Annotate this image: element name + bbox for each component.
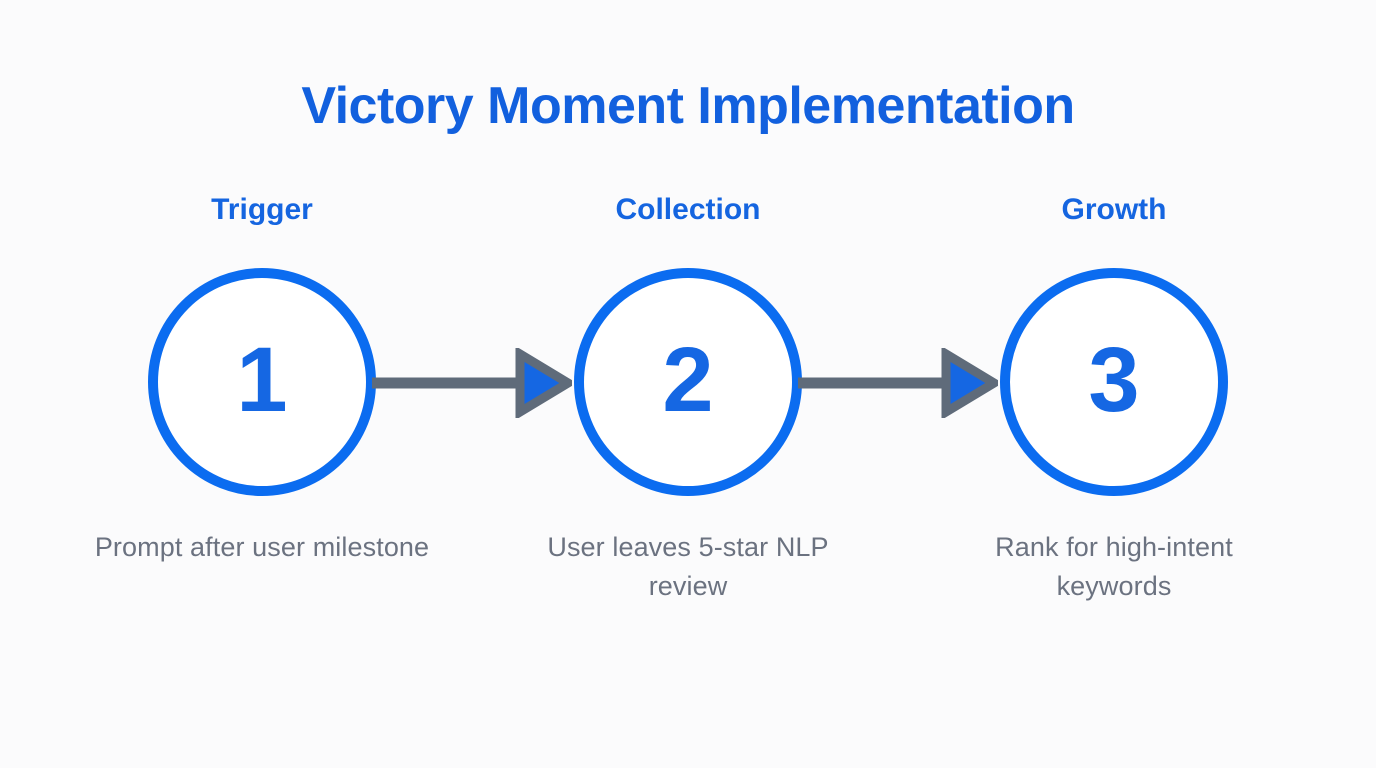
step-2-number: 2: [662, 329, 714, 431]
step-1-label: Trigger: [211, 193, 313, 226]
step-1-caption: Prompt after user milestone: [94, 532, 430, 562]
step-3-circle-ring: 3: [1000, 268, 1228, 496]
arrow-right-icon: [798, 348, 998, 418]
step-2-circle-ring: 2: [574, 268, 802, 496]
step-3-label: Growth: [1061, 193, 1167, 226]
connector-arrow-1: [372, 348, 572, 418]
step-3-number: 3: [1088, 329, 1140, 431]
step-2-label: Collection: [615, 193, 761, 226]
step-1-circle-ring: 1: [148, 268, 376, 496]
page-title: Victory Moment Implementation: [301, 77, 1075, 135]
process-step-3[interactable]: Growth 3 Rank for high-intent keywords: [944, 195, 1284, 606]
step-1-number: 1: [236, 329, 288, 431]
step-3-caption: Rank for high-intent keywords: [995, 532, 1233, 602]
connector-arrow-2: [798, 348, 998, 418]
step-1-circle: 1: [148, 268, 376, 496]
step-3-circle: 3: [1000, 268, 1228, 496]
process-step-2[interactable]: Collection 2 User leaves 5-star NLP revi…: [518, 195, 858, 606]
process-flow-diagram: Trigger 1 Prompt after user milestone Co…: [0, 195, 1376, 635]
arrow-right-icon: [372, 348, 572, 418]
step-2-circle: 2: [574, 268, 802, 496]
step-2-caption: User leaves 5-star NLP review: [547, 532, 829, 602]
process-step-1[interactable]: Trigger 1 Prompt after user milestone: [92, 195, 432, 567]
